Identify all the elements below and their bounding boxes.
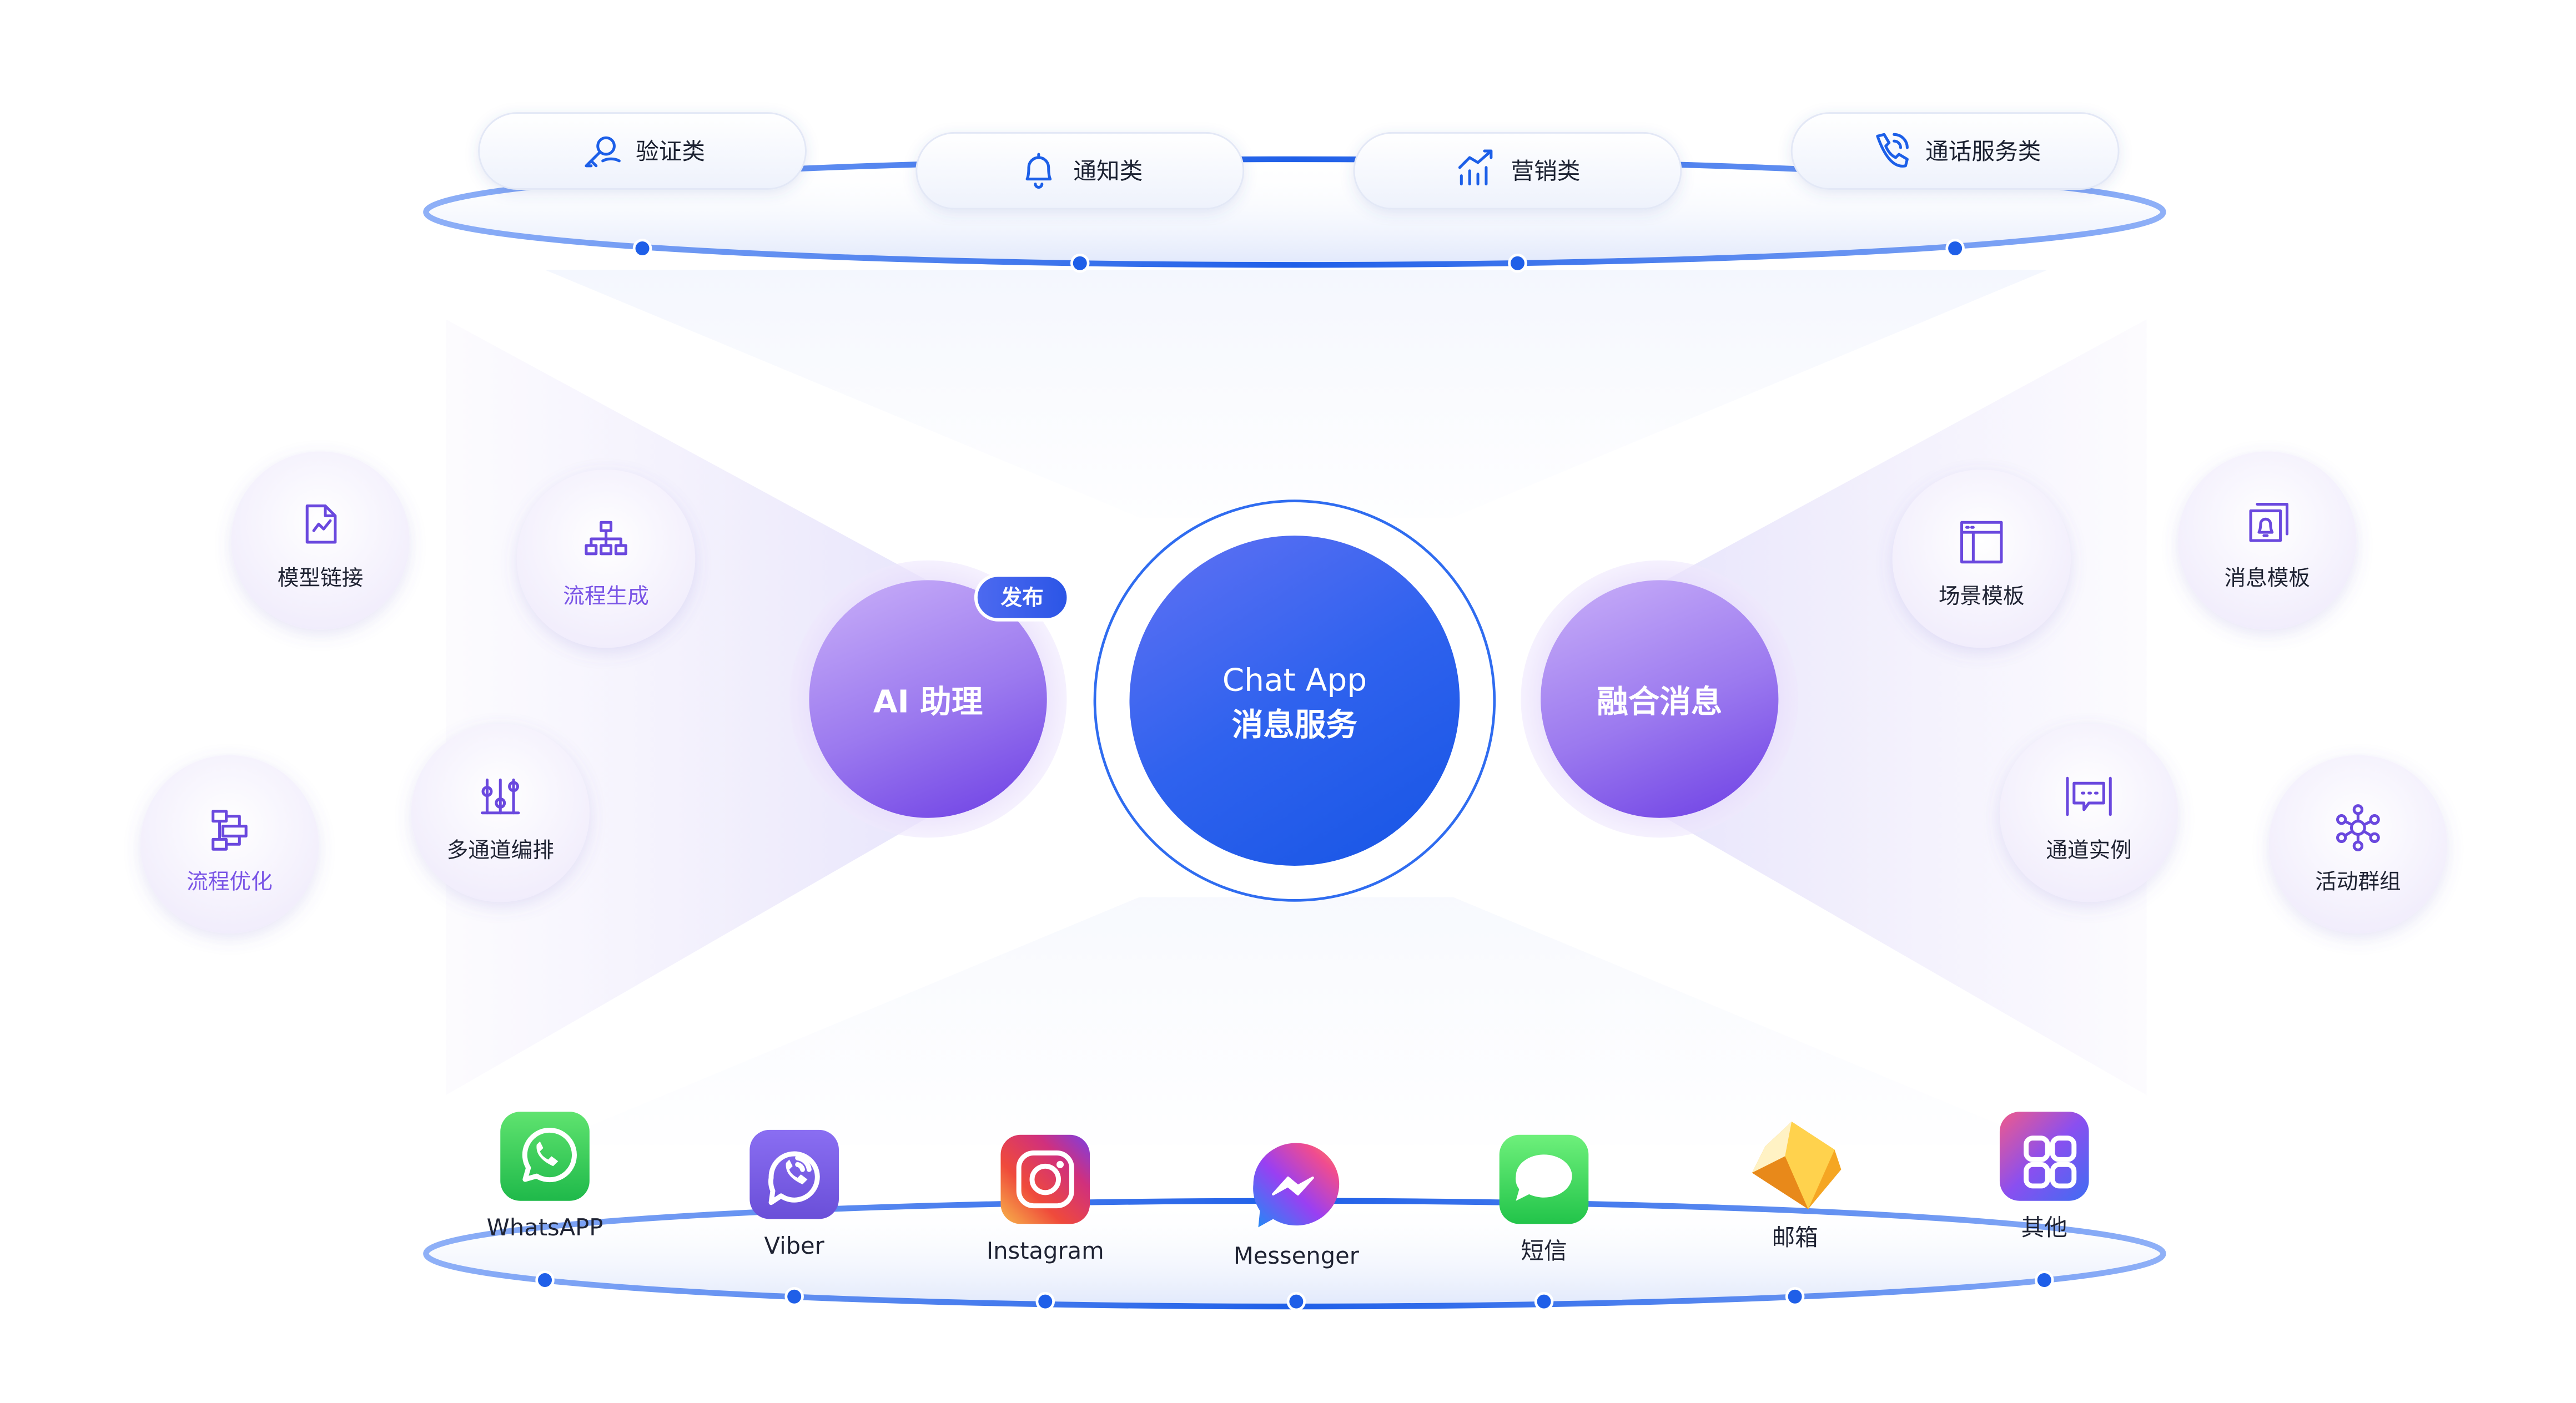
channel-2[interactable]: Viber — [749, 1129, 839, 1259]
bottom-connector-dot — [1286, 1291, 1306, 1311]
sms-icon — [1499, 1134, 1589, 1224]
bell-icon — [1025, 153, 1052, 189]
right-feature-2[interactable]: 消息模板 — [2178, 451, 2357, 630]
bottom-connector-dot — [1035, 1291, 1055, 1311]
network-group-icon — [2336, 804, 2380, 851]
email-icon — [1752, 1121, 1842, 1209]
ai-assistant-circle — [809, 580, 1047, 818]
feature-label: 多通道编排 — [447, 838, 554, 863]
bottom-disc — [426, 1200, 2164, 1307]
channel-label: Viber — [764, 1232, 825, 1259]
feature-label: 流程生成 — [563, 584, 649, 609]
multi-channel-icon — [480, 778, 520, 815]
flow-optimize-icon — [212, 810, 248, 851]
feature-circle-bg — [1999, 724, 2178, 902]
channel-label: 其他 — [2021, 1214, 2067, 1241]
channel-1[interactable]: WhatsAPP — [487, 1112, 603, 1241]
center-circle — [1129, 536, 1460, 866]
feature-label: 通道实例 — [2046, 838, 2132, 863]
feature-circle-bg — [516, 470, 696, 648]
top-ring — [423, 156, 2166, 268]
bottom-beam — [545, 897, 2048, 1145]
feature-label: 流程优化 — [187, 870, 273, 895]
fusion-label: 融合消息 — [1597, 684, 1722, 720]
feature-circle-bg — [2268, 755, 2447, 933]
top-connector-dot — [632, 239, 652, 258]
layout-template-icon — [1960, 521, 2003, 564]
instagram-icon — [1000, 1134, 1090, 1224]
top-beam — [545, 270, 2048, 518]
right-feature-4[interactable]: 活动群组 — [2268, 755, 2447, 933]
feature-label: 场景模板 — [1939, 584, 2025, 609]
bottom-connector-dot — [1534, 1291, 1554, 1311]
top-connector-dot — [1070, 254, 1090, 273]
feature-label: 消息模板 — [2224, 566, 2310, 591]
feature-circle-bg — [231, 451, 410, 630]
channel-label: Instagram — [987, 1237, 1104, 1264]
channel-label: WhatsAPP — [487, 1214, 603, 1241]
feature-label: 模型链接 — [278, 566, 364, 591]
document-chart-icon — [305, 504, 337, 544]
category-pill-label: 营销类 — [1511, 158, 1581, 185]
category-pill-bg — [1353, 132, 1682, 210]
ai-assistant-node[interactable]: AI 助理 发布 — [789, 560, 1070, 838]
ai-assistant-label: AI 助理 — [873, 684, 983, 720]
bottom-platform — [423, 1198, 2166, 1311]
apps-grid-icon — [1999, 1112, 2089, 1201]
category-pill-label: 通知类 — [1073, 158, 1143, 185]
channel-5[interactable]: 短信 — [1499, 1134, 1589, 1264]
left-feature-3[interactable]: 流程优化 — [140, 755, 319, 933]
message-template-icon — [2249, 503, 2289, 542]
channel-label: Messenger — [1234, 1242, 1360, 1269]
bottom-connector-dot — [2035, 1270, 2054, 1290]
channel-3[interactable]: Instagram — [987, 1134, 1104, 1264]
left-feature-4[interactable]: 多通道编排 — [411, 724, 590, 902]
category-pill-1[interactable]: 验证类 — [478, 112, 807, 190]
category-pill-bg — [1790, 112, 2120, 190]
flowchart-icon — [585, 521, 627, 556]
right-feature-1[interactable]: 场景模板 — [1892, 470, 2071, 648]
fusion-message-node[interactable]: 融合消息 — [1521, 560, 1799, 838]
top-connector-dot — [1945, 239, 1965, 258]
publish-badge-bg — [974, 573, 1070, 622]
key-person-icon — [585, 136, 621, 168]
feature-circle-bg — [1892, 470, 2071, 648]
top-connector-dot — [1508, 254, 1527, 273]
center-title-line1: Chat App — [1222, 663, 1367, 699]
top-disc — [426, 159, 2164, 265]
category-pill-3[interactable]: 营销类 — [1353, 132, 1682, 210]
publish-badge-label: 发布 — [1000, 586, 1043, 610]
right-feature-3[interactable]: 通道实例 — [1999, 724, 2178, 902]
phone-icon — [1876, 133, 1909, 168]
bottom-connector-dot — [535, 1270, 555, 1290]
category-pill-2[interactable]: 通知类 — [915, 132, 1245, 210]
category-pill-bg — [478, 112, 807, 190]
channel-instance-icon — [2066, 776, 2112, 816]
left-feature-1[interactable]: 模型链接 — [231, 451, 410, 630]
bottom-connector-dot — [1785, 1287, 1805, 1306]
center-hub[interactable]: Chat App 消息服务 — [1093, 499, 1496, 902]
bottom-connector-dot — [784, 1287, 804, 1306]
channel-6[interactable]: 邮箱 — [1752, 1121, 1842, 1251]
category-pill-bg — [915, 132, 1245, 210]
category-pill-label: 验证类 — [636, 138, 705, 165]
top-platform — [423, 156, 2166, 273]
feature-label: 活动群组 — [2315, 870, 2401, 895]
channel-4[interactable]: Messenger — [1234, 1143, 1360, 1269]
viber-icon — [749, 1129, 839, 1219]
category-pill-label: 通话服务类 — [1925, 138, 2041, 165]
center-title-line2: 消息服务 — [1232, 707, 1357, 743]
left-feature-2[interactable]: 流程生成 — [516, 470, 696, 648]
channel-label: 邮箱 — [1772, 1224, 1818, 1251]
whatsapp-icon — [500, 1112, 590, 1201]
fusion-circle — [1541, 580, 1779, 818]
channel-label: 短信 — [1521, 1237, 1567, 1264]
messenger-icon — [1253, 1143, 1340, 1228]
publish-badge[interactable]: 发布 — [974, 573, 1070, 622]
channel-7[interactable]: 其他 — [1999, 1112, 2089, 1241]
bar-chart-icon — [1458, 149, 1493, 186]
category-pill-4[interactable]: 通话服务类 — [1790, 112, 2120, 190]
